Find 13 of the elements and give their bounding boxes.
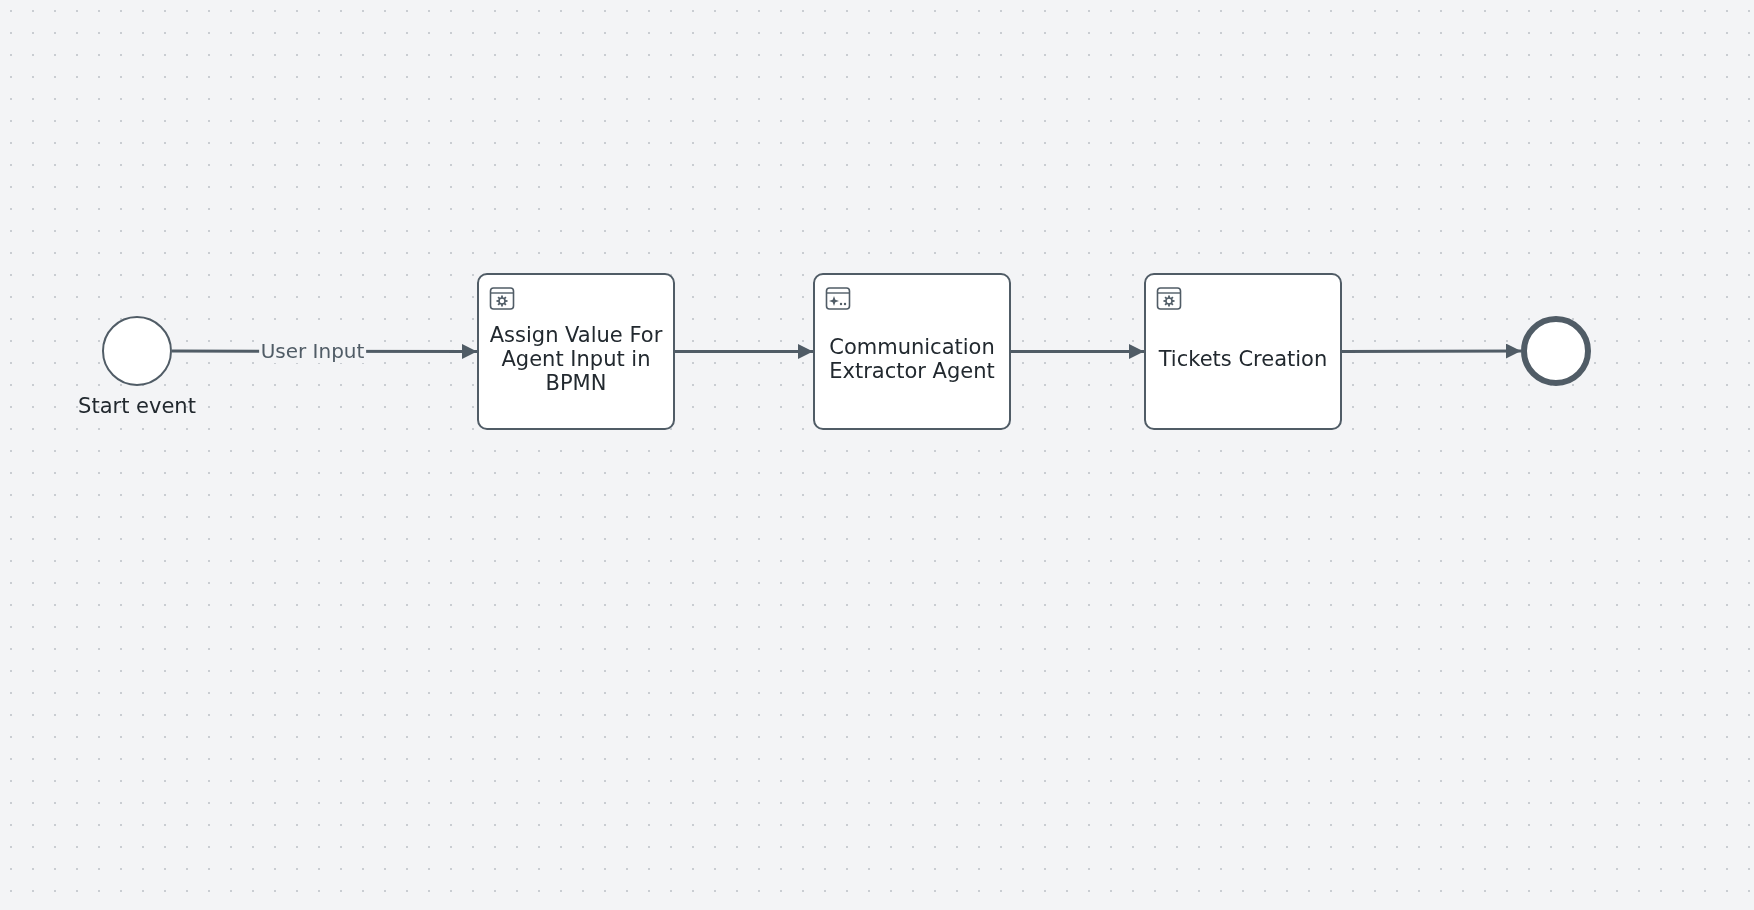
task-label: Assign Value For Agent Input in BPMN xyxy=(488,322,664,395)
sequence-flow-arrow xyxy=(1342,343,1521,359)
task-box xyxy=(1144,273,1342,430)
sequence-flow-arrow xyxy=(675,344,813,359)
task-label: Tickets Creation xyxy=(1158,346,1328,371)
end-event-circle xyxy=(1521,316,1591,386)
sequence-flow-arrow xyxy=(1011,344,1144,359)
task-box xyxy=(477,273,675,430)
edge-label: User Input xyxy=(258,339,367,364)
start-event-circle xyxy=(102,316,172,386)
task-box xyxy=(813,273,1011,430)
task-label: Communication Extractor Agent xyxy=(828,334,996,383)
event-label: Start event xyxy=(78,394,196,418)
